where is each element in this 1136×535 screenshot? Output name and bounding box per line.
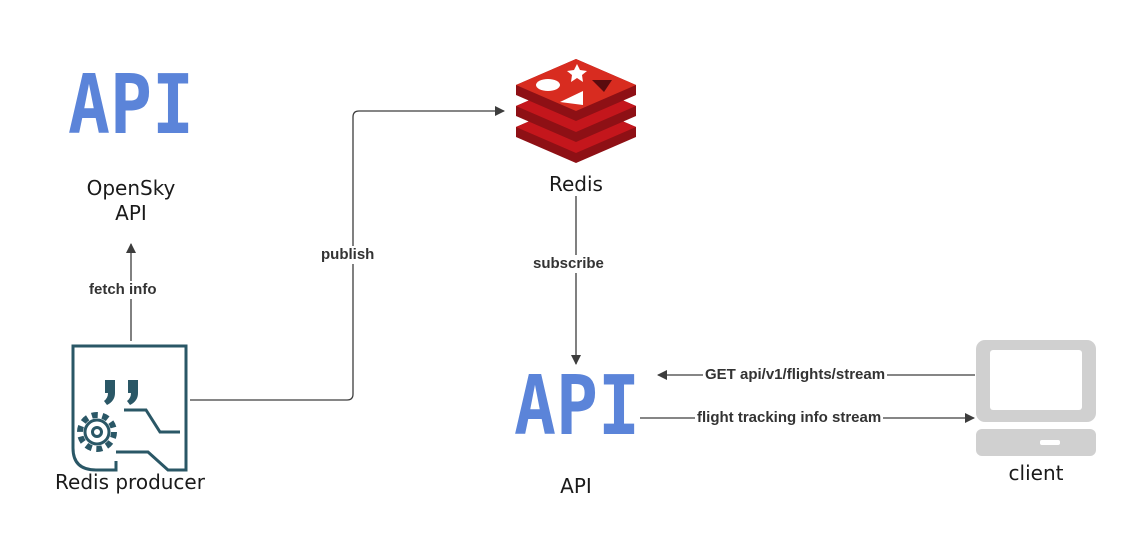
api-icon: API (514, 359, 640, 454)
edge-label-fetch-info: fetch info (87, 281, 159, 299)
producer-label: Redis producer (55, 470, 205, 494)
edge-label-subscribe: subscribe (531, 255, 606, 273)
redis-label: Redis (549, 172, 603, 196)
client-label: client (1008, 461, 1064, 485)
quote-gear-icon (71, 344, 188, 472)
gear-icon (77, 412, 117, 452)
redis-star-icon (567, 64, 587, 82)
opensky-label-line2: API (115, 201, 147, 225)
opensky-label: OpenSky API (61, 176, 201, 226)
edge-label-get-stream: GET api/v1/flights/stream (703, 366, 888, 384)
computer-monitor-icon (976, 340, 1096, 456)
opensky-api-icon: API (68, 58, 194, 153)
edge-label-publish: publish (319, 246, 377, 264)
redis-logo-icon (516, 59, 636, 163)
opensky-label-line1: OpenSky (86, 176, 176, 200)
api-label: API (560, 474, 592, 498)
edge-label-tracking-stream: flight tracking info stream (695, 409, 884, 427)
